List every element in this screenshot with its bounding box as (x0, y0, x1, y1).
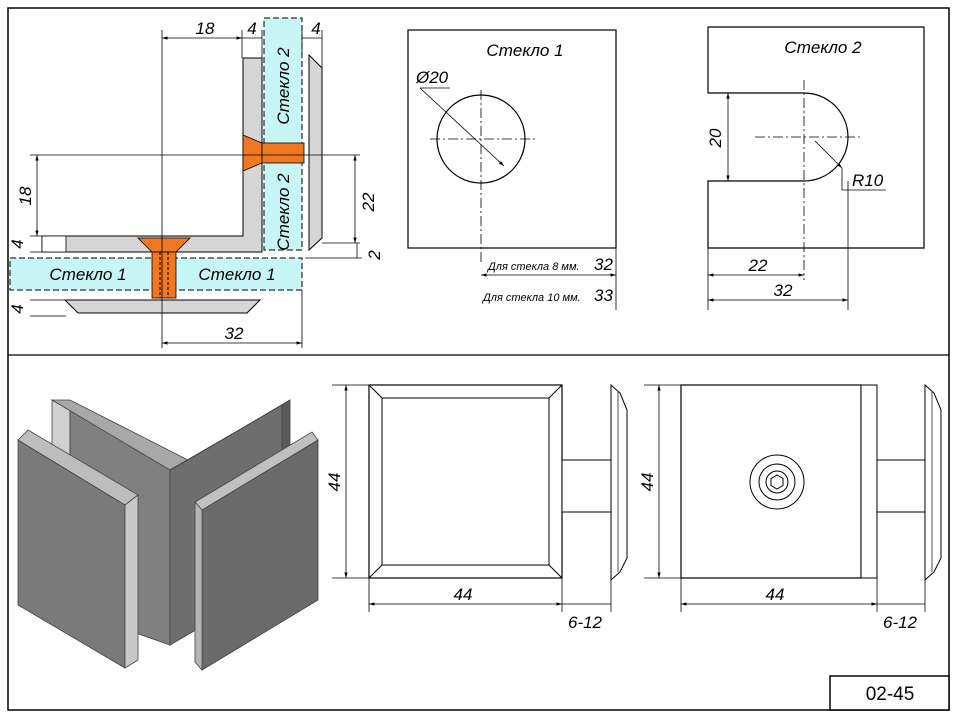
dim-4-a: 4 (247, 19, 256, 38)
dim-2: 2 (365, 250, 384, 261)
glass2-label-bottom: Стекло 2 (274, 173, 293, 251)
dim-notch-20: 20 (706, 128, 725, 148)
glass1-view: Стекло 1 Ø20 Для стекла 8 мм. 32 Для сте… (407, 29, 617, 310)
front-dim-gap: 6-12 (568, 613, 603, 632)
glass1-view-title: Стекло 1 (486, 41, 563, 60)
back-dim-gap: 6-12 (883, 613, 918, 632)
screw-horizontal (242, 134, 305, 172)
front-dim-width: 44 (454, 585, 473, 604)
glass1-label-left: Стекло 1 (49, 265, 126, 284)
glass1-label-right: Стекло 1 (198, 265, 275, 284)
front-view: 44 44 6-12 (325, 383, 628, 632)
back-side-plate (924, 383, 942, 582)
note-glass-10: Для стекла 10 мм. (481, 292, 581, 304)
back-spacer (876, 459, 926, 513)
back-dim-height: 44 (638, 473, 657, 492)
cover-plate-bottom (63, 299, 262, 314)
value-glass-10: 33 (594, 286, 613, 305)
dim-notch-32: 32 (774, 281, 793, 300)
back-dim-width: 44 (766, 585, 785, 604)
dim-32: 32 (225, 324, 244, 343)
dim-notch-22: 22 (748, 256, 768, 275)
isometric-view (17, 399, 319, 672)
dim-18-top: 18 (196, 19, 215, 38)
glass2-sheet (707, 26, 925, 249)
dim-22: 22 (359, 192, 378, 212)
back-screw-head (749, 454, 805, 510)
hole-diameter: Ø20 (415, 68, 449, 87)
dim-18-left: 18 (16, 186, 35, 205)
drawing-code: 02-45 (866, 684, 915, 705)
back-view: 44 44 6-12 (638, 383, 942, 632)
glass2-label-top: Стекло 2 (274, 47, 293, 125)
front-spacer (561, 459, 612, 513)
notch-radius: R10 (852, 171, 884, 190)
dim-4-c: 4 (8, 239, 27, 248)
screw-vertical (137, 237, 191, 299)
front-dim-height: 44 (325, 473, 344, 492)
value-glass-8: 32 (594, 255, 613, 274)
glass2-view-title: Стекло 2 (784, 38, 862, 57)
cover-plate-right (308, 53, 323, 252)
note-glass-8: Для стекла 8 мм. (486, 261, 580, 273)
glass2-view: Стекло 2 20 R10 22 32 (706, 26, 925, 310)
glass2-panel (263, 17, 303, 251)
sheet-border (7, 7, 950, 711)
front-side-plate (610, 383, 628, 582)
title-block: 02-45 (829, 675, 950, 711)
section-view: Стекло 1 Стекло 1 Стекло 2 Стекло 2 18 4… (8, 17, 384, 348)
dim-4-d: 4 (8, 304, 27, 313)
dim-4-b: 4 (311, 19, 320, 38)
